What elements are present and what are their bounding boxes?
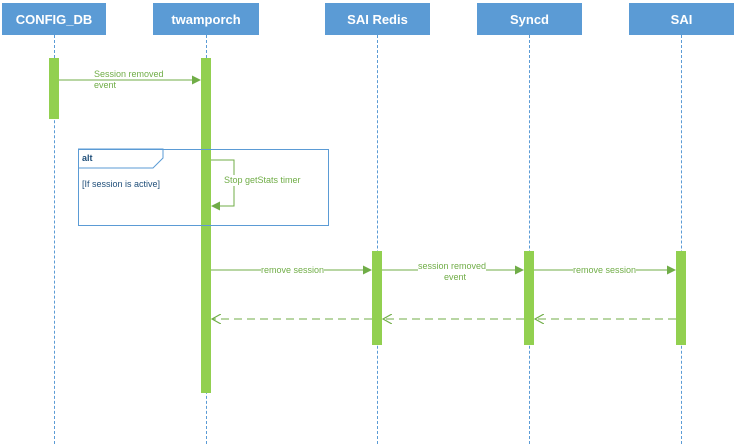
participant-config-db: CONFIG_DB bbox=[2, 3, 106, 35]
activation-syncd bbox=[524, 251, 534, 345]
alt-frame bbox=[78, 149, 329, 226]
activation-config-db bbox=[49, 58, 59, 119]
participant-sai-redis: SAI Redis bbox=[325, 3, 430, 35]
participant-syncd: Syncd bbox=[477, 3, 582, 35]
label-remove-session-1: remove session bbox=[261, 265, 325, 276]
participant-sai: SAI bbox=[629, 3, 734, 35]
lifeline-sai bbox=[681, 35, 682, 444]
label-line: event bbox=[444, 272, 467, 282]
label-session-removed-event: Session removed event bbox=[94, 69, 164, 91]
label-line: Session removed bbox=[94, 69, 164, 79]
activation-sai bbox=[676, 251, 686, 345]
alt-tab bbox=[78, 148, 164, 169]
lifeline-sai-redis bbox=[377, 35, 378, 444]
participant-twamporch: twamporch bbox=[153, 3, 259, 35]
label-remove-session-2: remove session bbox=[573, 265, 637, 276]
alt-label: alt bbox=[82, 153, 93, 163]
label-line: session removed bbox=[418, 261, 487, 271]
label-line: event bbox=[94, 80, 117, 90]
alt-guard: [If session is active] bbox=[82, 179, 161, 189]
label-session-removed-event-2: session removed event bbox=[418, 261, 487, 283]
lifeline-config-db bbox=[54, 35, 55, 444]
activation-sai-redis bbox=[372, 251, 382, 345]
label-stop-getstats-timer: Stop getStats timer bbox=[224, 175, 301, 186]
lifeline-syncd bbox=[529, 35, 530, 444]
